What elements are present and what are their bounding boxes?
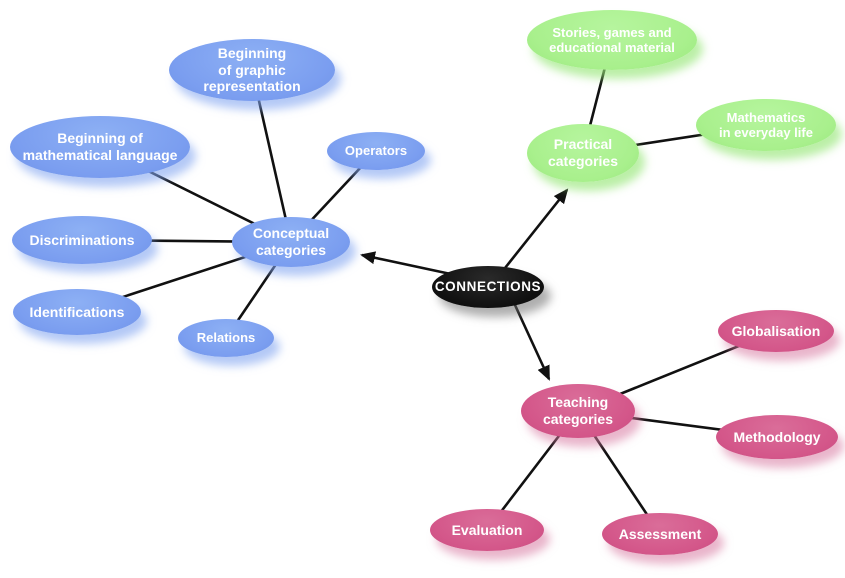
node-label: Operators bbox=[344, 143, 408, 159]
node-label: Conceptual categories bbox=[252, 225, 330, 258]
node-mathematics-in-everyday-life: Mathematics in everyday life bbox=[696, 99, 836, 151]
node-label: Globalisation bbox=[731, 322, 821, 339]
node-connections: CONNECTIONS bbox=[432, 266, 544, 308]
node-operators: Operators bbox=[327, 132, 425, 170]
arrow-to-conceptual bbox=[360, 251, 461, 278]
node-label: Evaluation bbox=[451, 521, 523, 538]
node-label: CONNECTIONS bbox=[434, 279, 542, 295]
node-methodology: Methodology bbox=[716, 415, 838, 459]
node-label: Relations bbox=[196, 330, 256, 346]
node-assessment: Assessment bbox=[602, 513, 718, 555]
node-discriminations: Discriminations bbox=[12, 216, 152, 264]
node-label: Methodology bbox=[733, 428, 821, 445]
node-label: Beginning of graphic representation bbox=[203, 45, 301, 95]
node-practical-categories: Practical categories bbox=[527, 124, 639, 182]
arrow-to-teaching bbox=[513, 304, 551, 381]
node-label: Identifications bbox=[29, 303, 125, 320]
node-label: Discriminations bbox=[29, 231, 135, 248]
node-beginning-of-graphic-representation: Beginning of graphic representation bbox=[169, 39, 335, 101]
node-identifications: Identifications bbox=[13, 289, 141, 335]
node-label: Beginning of mathematical language bbox=[22, 130, 178, 163]
node-relations: Relations bbox=[178, 319, 274, 357]
node-label: Stories, games and educational material bbox=[549, 24, 675, 55]
node-label: Mathematics in everyday life bbox=[719, 109, 813, 140]
node-stories-games-educational-material: Stories, games and educational material bbox=[527, 10, 697, 70]
arrow-to-practical bbox=[503, 188, 569, 269]
node-evaluation: Evaluation bbox=[430, 509, 544, 551]
node-conceptual-categories: Conceptual categories bbox=[232, 217, 350, 267]
node-label: Teaching categories bbox=[542, 394, 614, 427]
node-label: Assessment bbox=[618, 525, 702, 542]
node-globalisation: Globalisation bbox=[718, 310, 834, 352]
node-teaching-categories: Teaching categories bbox=[521, 384, 635, 438]
node-label: Practical categories bbox=[547, 136, 619, 169]
node-beginning-of-mathematical-language: Beginning of mathematical language bbox=[10, 116, 190, 178]
